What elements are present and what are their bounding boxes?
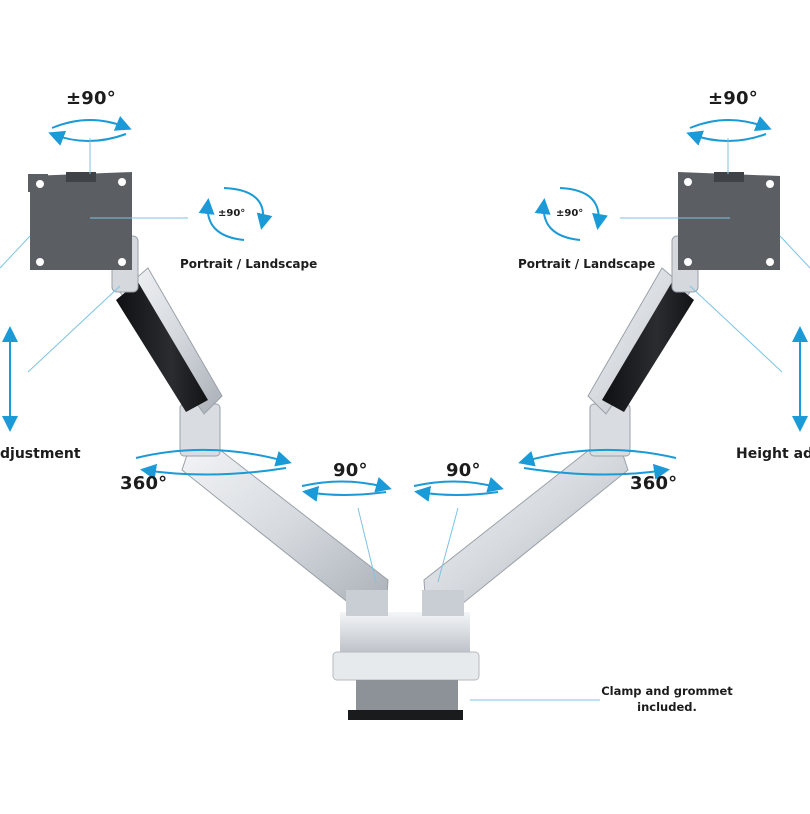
right-arm [422,172,780,616]
portrait-right-label: Portrait / Landscape [518,257,656,271]
motion-indicators [2,115,808,502]
height-left-label: djustment [0,446,81,462]
clamp-note-line1: Clamp and grommet [601,684,733,698]
clamp-note: Clamp and grommet included. [600,683,734,715]
tilt-right-label: ±90° [708,88,758,109]
desk-clamp [332,612,480,720]
rotate-left-label: ±90° [218,208,246,219]
swivel-right-label: 360° [630,473,678,494]
height-right-label: Height adju [736,446,810,462]
clamp-note-line2: included. [637,700,697,714]
rotate-right-label: ±90° [556,208,584,219]
pivot-left-label: 90° [333,460,368,481]
pivot-right-label: 90° [446,460,481,481]
swivel-left-label: 360° [120,473,168,494]
leader-lines [0,138,810,701]
portrait-left-label: Portrait / Landscape [180,257,318,271]
left-arm [28,172,389,616]
tilt-left-label: ±90° [66,88,116,109]
